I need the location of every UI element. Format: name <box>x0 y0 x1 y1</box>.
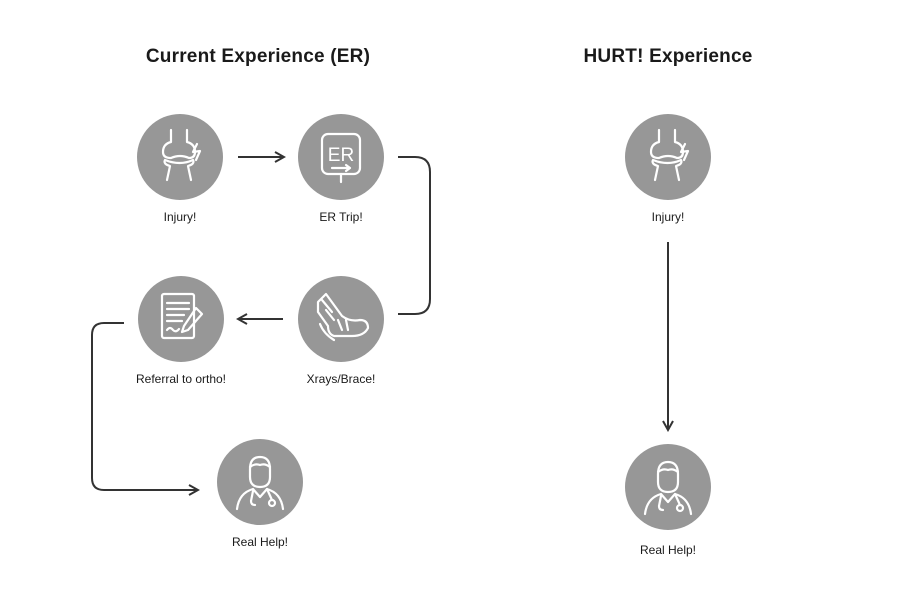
current-node-injury <box>137 114 223 200</box>
connector-er-to-xrays <box>398 156 431 315</box>
hurt-label-real-help: Real Help! <box>639 543 697 557</box>
current-node-xrays-brace <box>298 276 384 362</box>
current-label-injury: Injury! <box>163 210 197 224</box>
current-node-er-trip: ER <box>298 114 384 200</box>
current-node-real-help <box>217 439 303 525</box>
hurt-label-injury: Injury! <box>651 210 685 224</box>
arrow-referral-to-real-help <box>91 322 198 490</box>
hurt-node-real-help <box>625 444 711 530</box>
er-sign-icon: ER <box>320 132 362 184</box>
doctor-icon <box>235 455 285 511</box>
er-sign-text: ER <box>328 145 354 166</box>
current-node-referral <box>138 276 224 362</box>
current-label-xrays-brace: Xrays/Brace! <box>306 372 376 386</box>
doctor-icon <box>643 460 693 516</box>
current-label-er-trip: ER Trip! <box>319 210 363 224</box>
current-label-referral: Referral to ortho! <box>135 372 227 386</box>
joint-injury-icon <box>161 128 202 182</box>
current-label-real-help: Real Help! <box>231 535 289 549</box>
leg-brace-icon <box>316 292 370 342</box>
hurt-node-injury <box>625 114 711 200</box>
hurt-experience-heading: HURT! Experience <box>583 46 753 67</box>
current-experience-heading: Current Experience (ER) <box>145 46 371 67</box>
joint-injury-icon <box>649 128 690 182</box>
referral-document-icon <box>160 292 204 340</box>
